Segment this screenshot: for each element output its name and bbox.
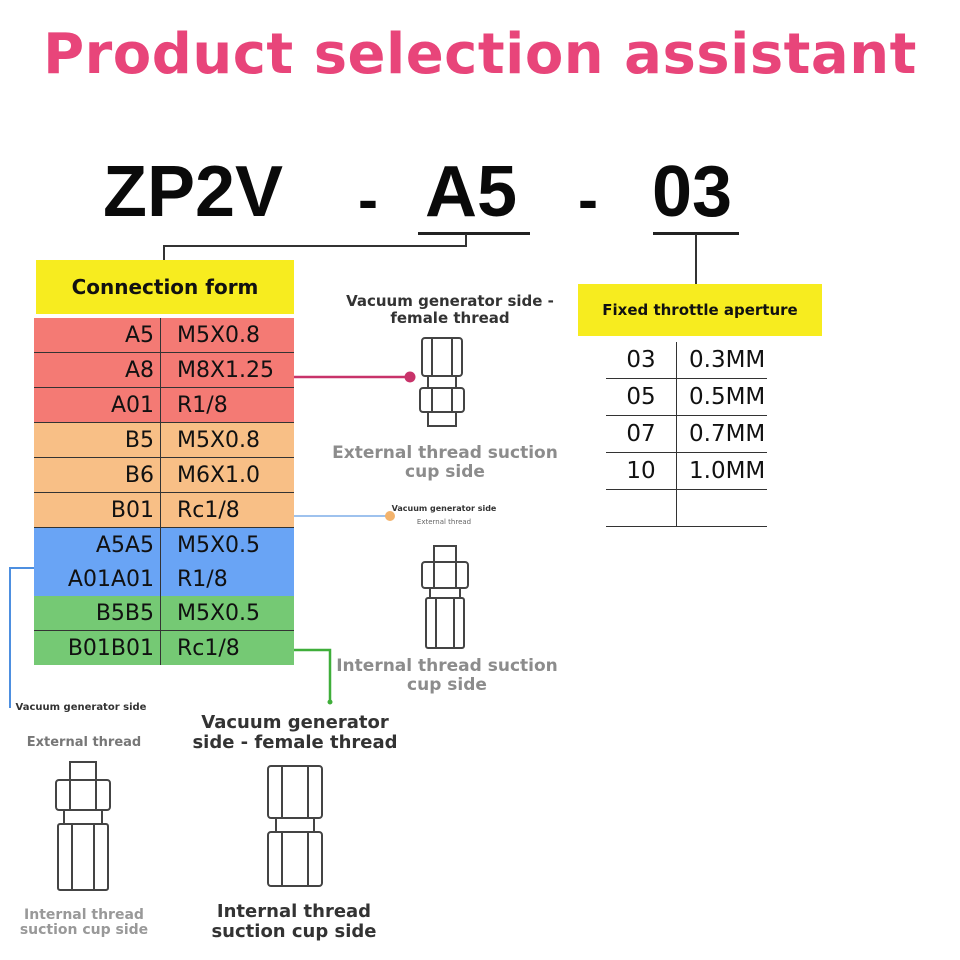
connection-code-cell: A5 xyxy=(34,318,161,353)
hex-fitting-icon xyxy=(267,765,323,887)
table-row: B6 M6X1.0 xyxy=(34,457,294,493)
throttle-code-cell: 07 xyxy=(606,415,677,453)
table-row: B5 M5X0.8 xyxy=(34,422,294,458)
connection-code-cell: B01B01 xyxy=(34,630,161,665)
fitting-c-top-sub: External thread xyxy=(26,735,142,750)
thread-size-cell: M5X0.8 xyxy=(160,318,294,353)
connection-code-cell: A01A01 xyxy=(34,562,161,596)
connector-dot-icon xyxy=(404,371,416,383)
fitting-b-top-label: Vacuum generator side xyxy=(391,504,497,513)
thread-size-cell: M5X0.8 xyxy=(160,422,294,458)
connector-dot-icon xyxy=(385,511,395,521)
thread-size-cell: M5X0.5 xyxy=(160,527,294,562)
throttle-size-cell: 1.0MM xyxy=(676,452,767,490)
hex-fitting-icon xyxy=(421,545,469,649)
table-row: A8 M8X1.25 xyxy=(34,352,294,388)
throttle-code-cell: 05 xyxy=(606,378,677,416)
throttle-size-cell: 0.3MM xyxy=(676,342,767,379)
thread-size-cell: M6X1.0 xyxy=(160,457,294,493)
table-row: A5A5 M5X0.5 xyxy=(34,527,294,562)
model-throttle-code: 03 xyxy=(652,152,733,232)
model-series-code: ZP2V xyxy=(103,152,284,232)
thread-size-cell: R1/8 xyxy=(160,562,294,596)
hex-fitting-icon xyxy=(55,761,111,891)
table-row: B01B01 Rc1/8 xyxy=(34,630,294,665)
fitting-c-bottom-label: Internal thread suction cup side xyxy=(19,907,149,939)
thread-size-cell: Rc1/8 xyxy=(160,492,294,528)
connection-code-cell: B5B5 xyxy=(34,596,161,631)
throttle-header: Fixed throttle aperture xyxy=(578,284,822,336)
throttle-table: 03 0.3MM 05 0.5MM 07 0.7MM 10 1.0MM xyxy=(606,342,767,527)
connection-form-table: A5 M5X0.8 A8 M8X1.25 A01 R1/8 B5 M5X0.8 … xyxy=(34,318,294,665)
fitting-d-bottom-label: Internal thread suction cup side xyxy=(211,901,377,942)
table-row: 03 0.3MM xyxy=(606,342,767,379)
table-row: B5B5 M5X0.5 xyxy=(34,596,294,631)
table-row xyxy=(606,489,767,527)
blue-group-link-line xyxy=(9,567,34,708)
throttle-empty-cell xyxy=(676,489,767,527)
table-row: A5 M5X0.8 xyxy=(34,318,294,353)
throttle-code-cell: 03 xyxy=(606,342,677,379)
connection-form-header: Connection form xyxy=(36,260,294,314)
green-group-link-line xyxy=(294,648,332,702)
table-row: B01 Rc1/8 xyxy=(34,492,294,528)
fitting-b-bottom-label: Internal thread suction cup side xyxy=(336,656,558,695)
model-code-dash-1: - xyxy=(358,166,378,233)
model-connection-code: A5 xyxy=(425,152,518,232)
table-row: 05 0.5MM xyxy=(606,378,767,416)
connection-code-cell: A8 xyxy=(34,352,161,388)
fitting-a-bottom-label: External thread suction cup side xyxy=(332,443,558,482)
throttle-code-underline xyxy=(653,232,739,235)
connection-code-cell: B6 xyxy=(34,457,161,493)
model-code-dash-2: - xyxy=(578,166,598,233)
throttle-empty-cell xyxy=(606,489,677,527)
connection-leader-line xyxy=(163,234,467,262)
throttle-code-cell: 10 xyxy=(606,452,677,490)
throttle-size-cell: 0.7MM xyxy=(676,415,767,453)
fitting-a-top-label: Vacuum generator side - female thread xyxy=(346,292,554,327)
connection-code-cell: A5A5 xyxy=(34,527,161,562)
connection-code-cell: A01 xyxy=(34,387,161,423)
hex-fitting-icon xyxy=(419,337,465,427)
table-row: 07 0.7MM xyxy=(606,415,767,453)
table-row: 10 1.0MM xyxy=(606,452,767,490)
connection-code-cell: B5 xyxy=(34,422,161,458)
fitting-c-top-label: Vacuum generator side xyxy=(15,702,147,713)
connector-dot-icon xyxy=(327,699,333,705)
connection-code-cell: B01 xyxy=(34,492,161,528)
table-row: A01A01 R1/8 xyxy=(34,562,294,596)
table-row: A01 R1/8 xyxy=(34,387,294,423)
fitting-d-top-label: Vacuum generator side - female thread xyxy=(192,712,398,753)
throttle-size-cell: 0.5MM xyxy=(676,378,767,416)
thread-size-cell: M8X1.25 xyxy=(160,352,294,388)
page-title: Product selection assistant xyxy=(43,22,917,87)
thread-size-cell: R1/8 xyxy=(160,387,294,423)
fitting-b-top-sub: External thread xyxy=(416,518,472,526)
thread-size-cell: Rc1/8 xyxy=(160,630,294,665)
thread-size-cell: M5X0.5 xyxy=(160,596,294,631)
connection-code-underline xyxy=(418,232,530,235)
